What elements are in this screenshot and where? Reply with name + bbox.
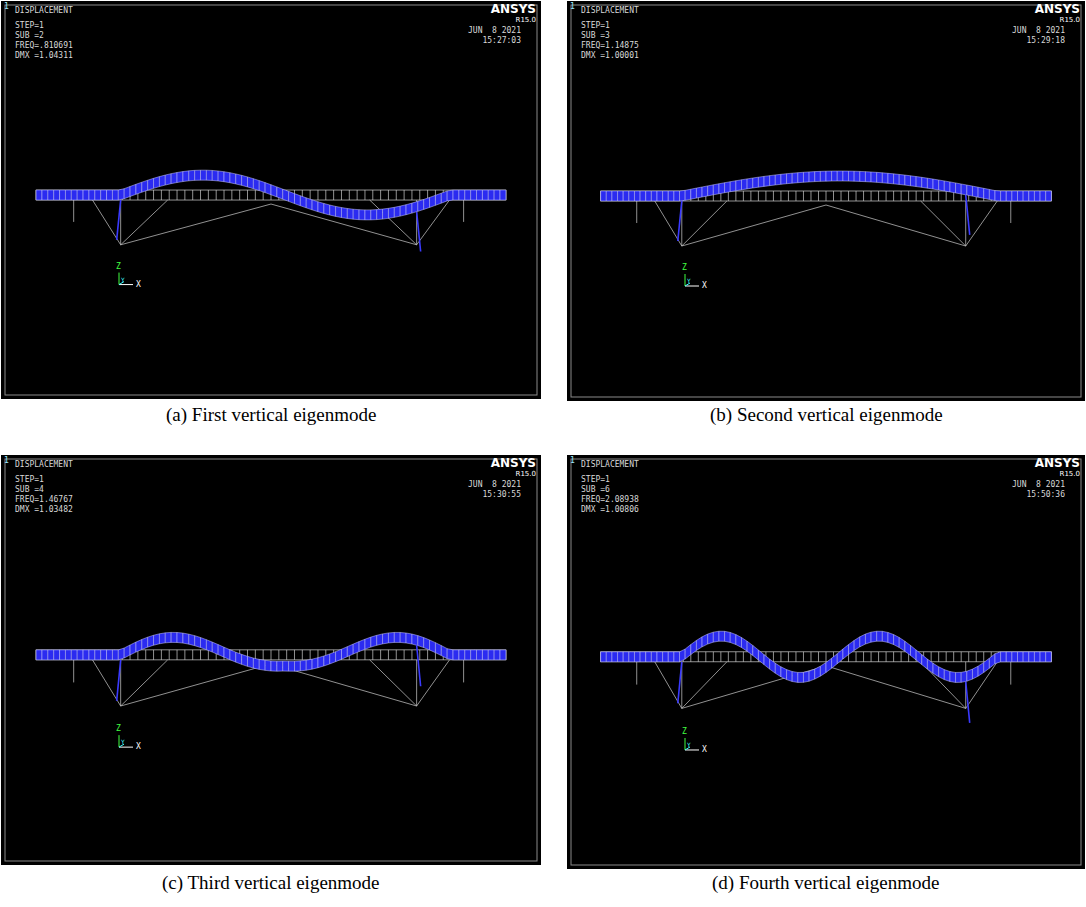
axis-label: X	[702, 281, 707, 290]
deformed-deck	[36, 170, 506, 251]
axis-label: Y	[687, 276, 691, 285]
viewport-frame	[571, 5, 1081, 397]
max-displacement: DMX =1.04311	[15, 51, 73, 60]
viewport-frame	[5, 459, 537, 861]
time-stamp: 15:27:03	[482, 36, 521, 45]
plot-title: DISPLACEMENT	[15, 460, 73, 469]
step-info: STEP=1	[15, 21, 44, 30]
step-info: STEP=1	[581, 475, 610, 484]
plot-title: DISPLACEMENT	[581, 6, 639, 15]
axis-label: Y	[121, 275, 125, 284]
window-number: 1	[4, 456, 9, 465]
time-stamp: 15:30:55	[482, 490, 521, 499]
undeformed-wireframe	[36, 190, 506, 245]
time-stamp: 15:29:18	[1026, 36, 1065, 45]
axis-triad	[685, 274, 699, 286]
max-displacement: DMX =1.03482	[15, 505, 73, 514]
substep-info: SUB =3	[581, 31, 610, 40]
viewport-frame	[571, 459, 1081, 865]
date-stamp: JUN 8 2021	[1012, 26, 1065, 35]
step-info: STEP=1	[581, 21, 610, 30]
deformed-deck	[601, 171, 1052, 241]
frequency-value: FREQ=.810691	[15, 41, 73, 50]
subfigure-caption: (d) Fourth vertical eigenmode	[712, 872, 939, 894]
axis-label: Z	[682, 727, 687, 736]
axis-label: Z	[116, 262, 121, 271]
window-number: 1	[570, 456, 575, 465]
frequency-value: FREQ=2.08938	[581, 495, 639, 504]
viewport-frame	[5, 5, 537, 395]
mode-plot	[567, 455, 1085, 869]
software-logo: ANSYS	[1035, 457, 1080, 470]
date-stamp: JUN 8 2021	[468, 26, 521, 35]
ansys-screenshot: 1 DISPLACEMENT STEP=1SUB =3FREQ=1.14875DMX…	[567, 1, 1085, 401]
axis-label: X	[136, 742, 141, 751]
undeformed-wireframe	[601, 191, 1052, 246]
window-number: 1	[570, 2, 575, 11]
date-stamp: JUN 8 2021	[468, 480, 521, 489]
frequency-value: FREQ=1.14875	[581, 41, 639, 50]
ansys-screenshot: 1 DISPLACEMENT STEP=1SUB =6FREQ=2.08938DMX…	[567, 455, 1085, 869]
axis-triad	[119, 735, 133, 747]
date-stamp: JUN 8 2021	[1012, 480, 1065, 489]
software-logo: ANSYS	[491, 3, 536, 16]
plot-title: DISPLACEMENT	[15, 6, 73, 15]
axis-triad	[685, 738, 699, 750]
time-stamp: 15:50:36	[1026, 490, 1065, 499]
substep-info: SUB =4	[15, 485, 44, 494]
max-displacement: DMX =1.00806	[581, 505, 639, 514]
axis-label: Z	[682, 263, 687, 272]
max-displacement: DMX =1.00001	[581, 51, 639, 60]
undeformed-wireframe	[601, 652, 1052, 709]
subfigure-caption: (a) First vertical eigenmode	[166, 404, 377, 426]
deformed-deck	[601, 631, 1052, 723]
axis-label: X	[702, 745, 707, 754]
software-version: R15.0	[516, 16, 536, 24]
ansys-screenshot: 1 DISPLACEMENT STEP=1SUB =4FREQ=1.46767DMX…	[1, 455, 541, 865]
axis-label: Y	[687, 740, 691, 749]
axis-triad	[119, 273, 133, 285]
axis-label: Z	[116, 724, 121, 733]
software-logo: ANSYS	[491, 457, 536, 470]
software-version: R15.0	[516, 470, 536, 478]
subfigure-caption: (c) Third vertical eigenmode	[162, 872, 380, 894]
axis-label: X	[136, 280, 141, 289]
mode-plot	[1, 455, 541, 865]
frequency-value: FREQ=1.46767	[15, 495, 73, 504]
step-info: STEP=1	[15, 475, 44, 484]
subfigure-caption: (b) Second vertical eigenmode	[710, 404, 943, 426]
ansys-screenshot: 1 DISPLACEMENT STEP=1SUB =2FREQ=.810691DMX…	[1, 1, 541, 399]
software-logo: ANSYS	[1035, 3, 1080, 16]
substep-info: SUB =6	[581, 485, 610, 494]
undeformed-wireframe	[36, 650, 506, 706]
software-version: R15.0	[1060, 16, 1080, 24]
axis-label: Y	[121, 737, 125, 746]
plot-title: DISPLACEMENT	[581, 460, 639, 469]
mode-plot	[567, 1, 1085, 401]
window-number: 1	[4, 2, 9, 11]
deformed-deck	[36, 632, 506, 700]
mode-plot	[1, 1, 541, 399]
substep-info: SUB =2	[15, 31, 44, 40]
software-version: R15.0	[1060, 470, 1080, 478]
